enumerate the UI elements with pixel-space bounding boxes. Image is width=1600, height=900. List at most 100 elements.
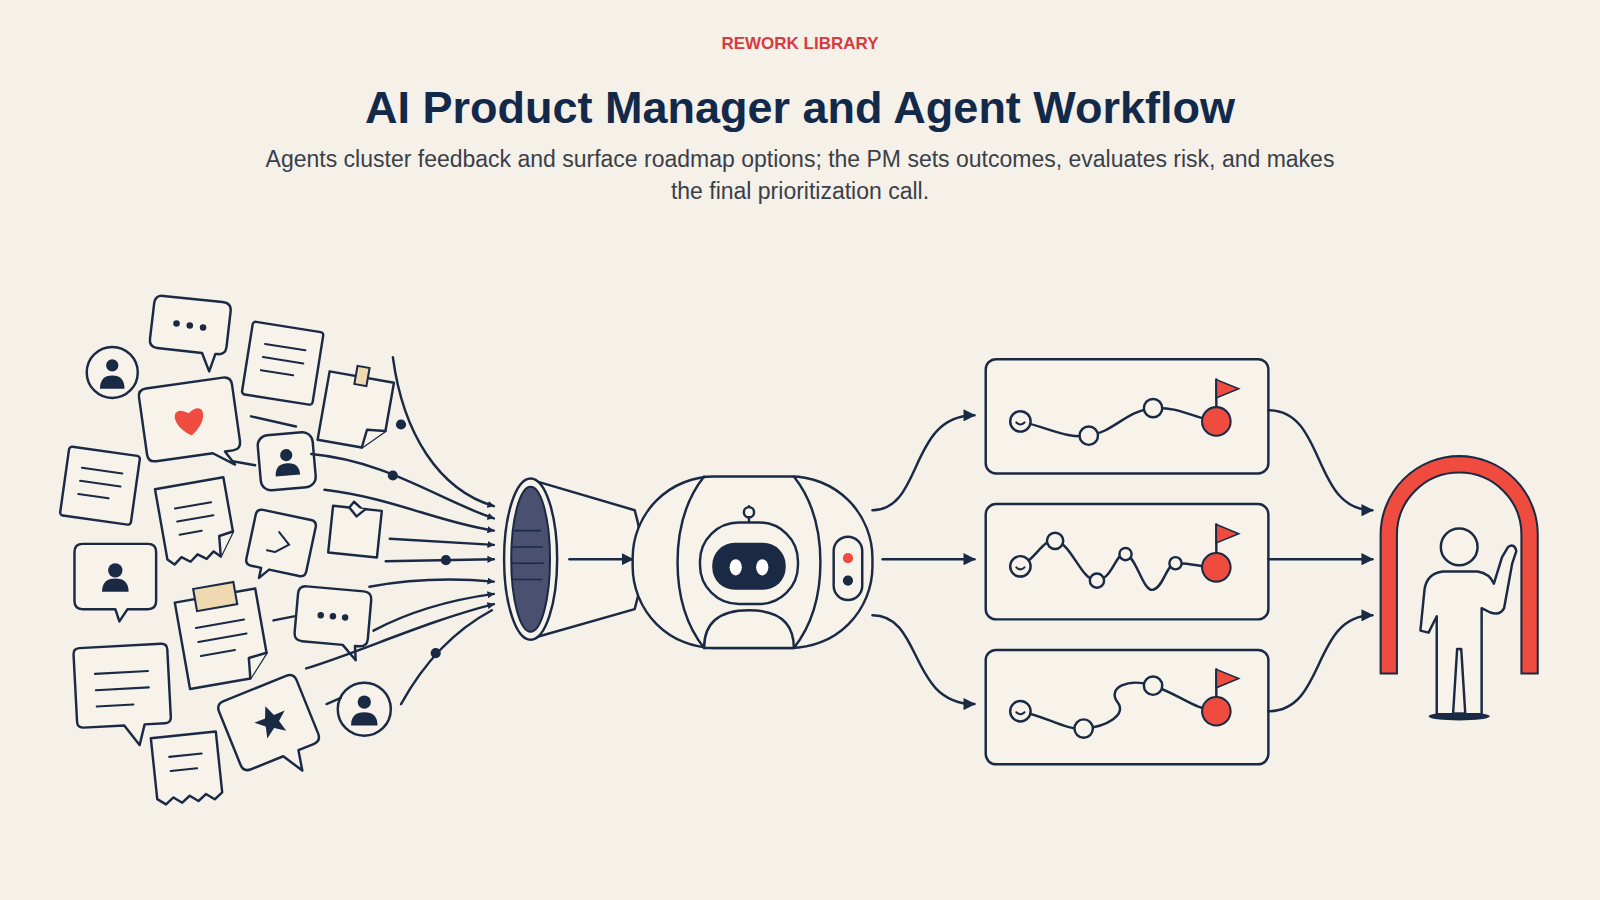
person-card: [257, 431, 317, 491]
feedback-streams: [373, 594, 493, 631]
page-caption: Agents cluster feedback and surface road…: [250, 143, 1350, 207]
funnel: [504, 479, 557, 640]
dots-bubble: [317, 612, 324, 619]
feedback-streams: [251, 416, 296, 426]
sticky-note: [318, 361, 396, 451]
roadmap-option: [986, 650, 1269, 764]
agent-robot: [633, 477, 873, 648]
torn-note: [217, 531, 237, 556]
person-icon: [106, 359, 118, 371]
dots-bubble: [329, 613, 336, 620]
person-bubble: [74, 544, 156, 622]
feedback-icons: [60, 296, 396, 805]
person-bubble: [102, 579, 129, 592]
roadmap-option: [1016, 712, 1024, 714]
roadmap-option: [1020, 408, 1216, 436]
roadmap-option: [1202, 407, 1231, 436]
torn-note: [155, 477, 237, 565]
decision-arrows: [1268, 615, 1372, 711]
person-icon: [100, 376, 124, 389]
torn-note: [155, 477, 237, 565]
feedback-streams: [390, 539, 494, 545]
feedback-streams: [369, 580, 493, 587]
document-icon: [60, 446, 140, 525]
funnel: [511, 487, 550, 632]
sticky-note: [362, 427, 386, 451]
roadmap-option: [1216, 669, 1238, 687]
person-card: [280, 448, 293, 461]
pm-gate: [1441, 529, 1478, 566]
dots-bubble: [342, 614, 349, 621]
person-bubble: [108, 563, 122, 577]
pm-gate: [1420, 546, 1516, 715]
feedback-streams: [386, 559, 494, 561]
taped-note: [173, 578, 270, 689]
feedback-streams: [393, 357, 494, 506]
dots-bubble: [150, 296, 231, 372]
taped-note: [246, 653, 270, 679]
chevron-bubble: [243, 509, 317, 588]
chevron-bubble: [267, 530, 291, 554]
torn-note: [348, 507, 365, 517]
person-icon: [87, 347, 138, 398]
roadmap-option: [1119, 548, 1131, 560]
option-arrows: [872, 615, 974, 704]
funnel: [569, 558, 632, 560]
agent-robot: [843, 576, 853, 586]
roadmap-option: [986, 359, 1269, 473]
agent-robot: [834, 537, 863, 600]
roadmap-option: [1010, 411, 1030, 431]
feedback-streams: [327, 698, 341, 704]
document-icon: [60, 446, 140, 525]
agent-robot: [730, 559, 742, 575]
torn-document: [169, 753, 203, 771]
torn-note: [328, 500, 382, 558]
person-icon: [358, 695, 371, 708]
roadmap-option: [1144, 399, 1162, 417]
roadmap-option: [1016, 567, 1024, 569]
person-icon: [338, 683, 391, 736]
feedback-streams: [388, 470, 398, 480]
option-arrows: [872, 415, 974, 510]
roadmap-option: [1144, 677, 1162, 695]
person-icon: [338, 683, 391, 736]
feedback-streams: [273, 616, 293, 620]
decision-arrows: [1268, 558, 1372, 560]
torn-document: [151, 731, 223, 805]
text-bubble: [73, 644, 172, 749]
person-icon: [351, 712, 378, 725]
heart-bubble: [174, 408, 206, 438]
feedback-streams: [396, 419, 406, 429]
text-bubble: [73, 644, 172, 749]
person-card: [257, 431, 317, 491]
person-card: [275, 462, 300, 476]
dots-bubble: [173, 320, 180, 327]
roadmap-option: [986, 650, 1269, 764]
heart-bubble: [138, 376, 243, 476]
roadmap-option: [1216, 524, 1238, 542]
document-icon: [242, 321, 324, 405]
roadmap-option: [1169, 557, 1181, 569]
taped-note: [193, 582, 237, 611]
sticky-note: [354, 366, 369, 386]
document-icon: [78, 468, 122, 500]
roadmap-option: [1080, 427, 1098, 445]
pm-gate: [1381, 456, 1538, 720]
roadmap-option: [1020, 683, 1216, 729]
agent-robot: [744, 507, 754, 517]
star-bubble: [250, 700, 292, 741]
person-bubble: [74, 544, 156, 622]
page-title: AI Product Manager and Agent Workflow: [250, 80, 1350, 136]
star-bubble: [216, 673, 329, 791]
person-icon: [87, 347, 138, 398]
feedback-streams: [401, 610, 492, 704]
feedback-streams: [311, 454, 494, 518]
document-icon: [242, 321, 324, 405]
feedback-streams: [324, 490, 493, 531]
agent-robot: [633, 477, 873, 648]
dots-bubble: [150, 296, 231, 372]
agent-robot: [843, 553, 853, 563]
feedback-streams: [233, 357, 494, 704]
roadmap-option: [986, 359, 1269, 473]
